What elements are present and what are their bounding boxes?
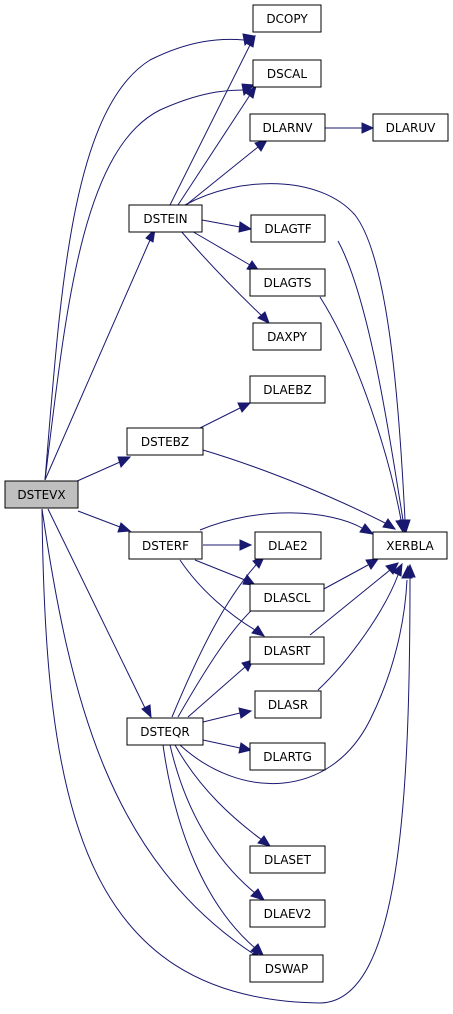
node-dlagtf[interactable]: DLAGTF: [250, 214, 326, 243]
node-dscal[interactable]: DSCAL: [252, 59, 322, 88]
node-dcopy[interactable]: DCOPY: [252, 4, 322, 33]
edge-dsteqr-dlaset: [174, 744, 272, 847]
node-label-dswap: DSWAP: [265, 962, 309, 976]
node-dlae2[interactable]: DLAE2: [254, 531, 322, 560]
edge-dlarnv-dlaruv: [325, 122, 375, 134]
edge-dstebz-dlaebz: [199, 402, 252, 429]
node-label-dlasrt: DLASRT: [264, 644, 311, 658]
node-dswap[interactable]: DSWAP: [249, 954, 324, 983]
edge-dstebz-xerbla: [202, 449, 397, 530]
edge-dsterf-xerbla: [199, 512, 375, 535]
node-label-dstein: DSTEIN: [143, 212, 187, 226]
node-label-dscal: DSCAL: [267, 67, 307, 81]
edge-dlasr-xerbla: [317, 562, 403, 691]
node-label-dlartg: DLARTG: [263, 750, 312, 764]
edge-dlascl-xerbla: [321, 558, 380, 591]
node-dlaev2[interactable]: DLAEV2: [249, 899, 326, 928]
node-dsterf[interactable]: DSTERF: [128, 531, 203, 560]
edge-dlagts-xerbla: [319, 296, 406, 534]
node-xerbla[interactable]: XERBLA: [372, 531, 448, 560]
edge-dstevx-dcopy: [44, 33, 256, 481]
edge-dstevx-dsteqr: [47, 508, 152, 719]
node-dstevx[interactable]: DSTEVX: [4, 480, 79, 509]
node-label-daxpy: DAXPY: [267, 330, 307, 344]
node-label-dlaruv: DLARUV: [386, 121, 437, 135]
node-dlartg[interactable]: DLARTG: [249, 742, 326, 771]
edge-dsteqr-xerbla: [179, 564, 413, 785]
node-label-dlaset: DLASET: [264, 853, 312, 867]
edge-dstein-dcopy: [169, 34, 256, 206]
edge-dsteqr-dlartg: [202, 739, 253, 754]
node-label-dlagts: DLAGTS: [263, 276, 311, 290]
node-label-dsterf: DSTERF: [142, 539, 189, 553]
edge-dstein-dscal: [177, 84, 257, 206]
edge-dsteqr-dswap: [162, 744, 264, 956]
edge-dsterf-dlasrt: [179, 559, 266, 637]
node-dlarnv[interactable]: DLARNV: [249, 113, 326, 142]
node-label-dsteqr: DSTEQR: [140, 725, 190, 739]
node-label-dlaev2: DLAEV2: [264, 907, 312, 921]
node-dlasrt[interactable]: DLASRT: [249, 636, 325, 665]
node-label-dlaebz: DLAEBZ: [263, 383, 311, 397]
edge-dstevx-xerbla: [41, 508, 416, 1004]
node-dlascl[interactable]: DLASCL: [249, 583, 325, 612]
node-label-dlae2: DLAE2: [268, 539, 308, 553]
edge-dstein-dlagts: [189, 229, 261, 272]
node-dlasr[interactable]: DLASR: [254, 690, 322, 719]
node-dlaruv[interactable]: DLARUV: [372, 113, 449, 142]
node-label-xerbla: XERBLA: [386, 539, 434, 553]
node-dlaset[interactable]: DLASET: [249, 845, 326, 874]
edge-dsteqr-dlaev2: [169, 744, 266, 901]
node-label-dlarnv: DLARNV: [263, 121, 314, 135]
node-daxpy[interactable]: DAXPY: [252, 322, 322, 351]
node-label-dcopy: DCOPY: [266, 12, 308, 26]
node-label-dstevx: DSTEVX: [17, 488, 65, 502]
node-dstebz[interactable]: DSTEBZ: [126, 427, 204, 456]
edge-dsteqr-dlasr: [202, 707, 253, 723]
edge-dlagtf-xerbla: [337, 240, 408, 534]
edge-dsteqr-dlasrt: [187, 659, 254, 718]
node-dlaebz[interactable]: DLAEBZ: [249, 375, 326, 404]
node-label-dlascl: DLASCL: [263, 591, 310, 605]
node-label-dlagtf: DLAGTF: [264, 222, 311, 236]
node-dstein[interactable]: DSTEIN: [128, 204, 203, 233]
node-dlagts[interactable]: DLAGTS: [249, 268, 326, 297]
edge-dstein-dlagtf: [201, 219, 253, 233]
node-label-dstebz: DSTEBZ: [141, 435, 189, 449]
edge-dstevx-dsterf: [77, 510, 132, 533]
edge-dsterf-dlae2: [203, 539, 253, 551]
node-dsteqr[interactable]: DSTEQR: [126, 717, 204, 746]
edge-dstevx-dstebz: [74, 456, 132, 483]
edge-dsterf-dlascl: [194, 559, 257, 586]
edge-dstevx-dscal: [44, 83, 256, 481]
edge-dlasrt-xerbla: [309, 562, 399, 636]
edge-dstein-daxpy: [179, 229, 270, 324]
node-label-dlasr: DLASR: [268, 698, 308, 712]
